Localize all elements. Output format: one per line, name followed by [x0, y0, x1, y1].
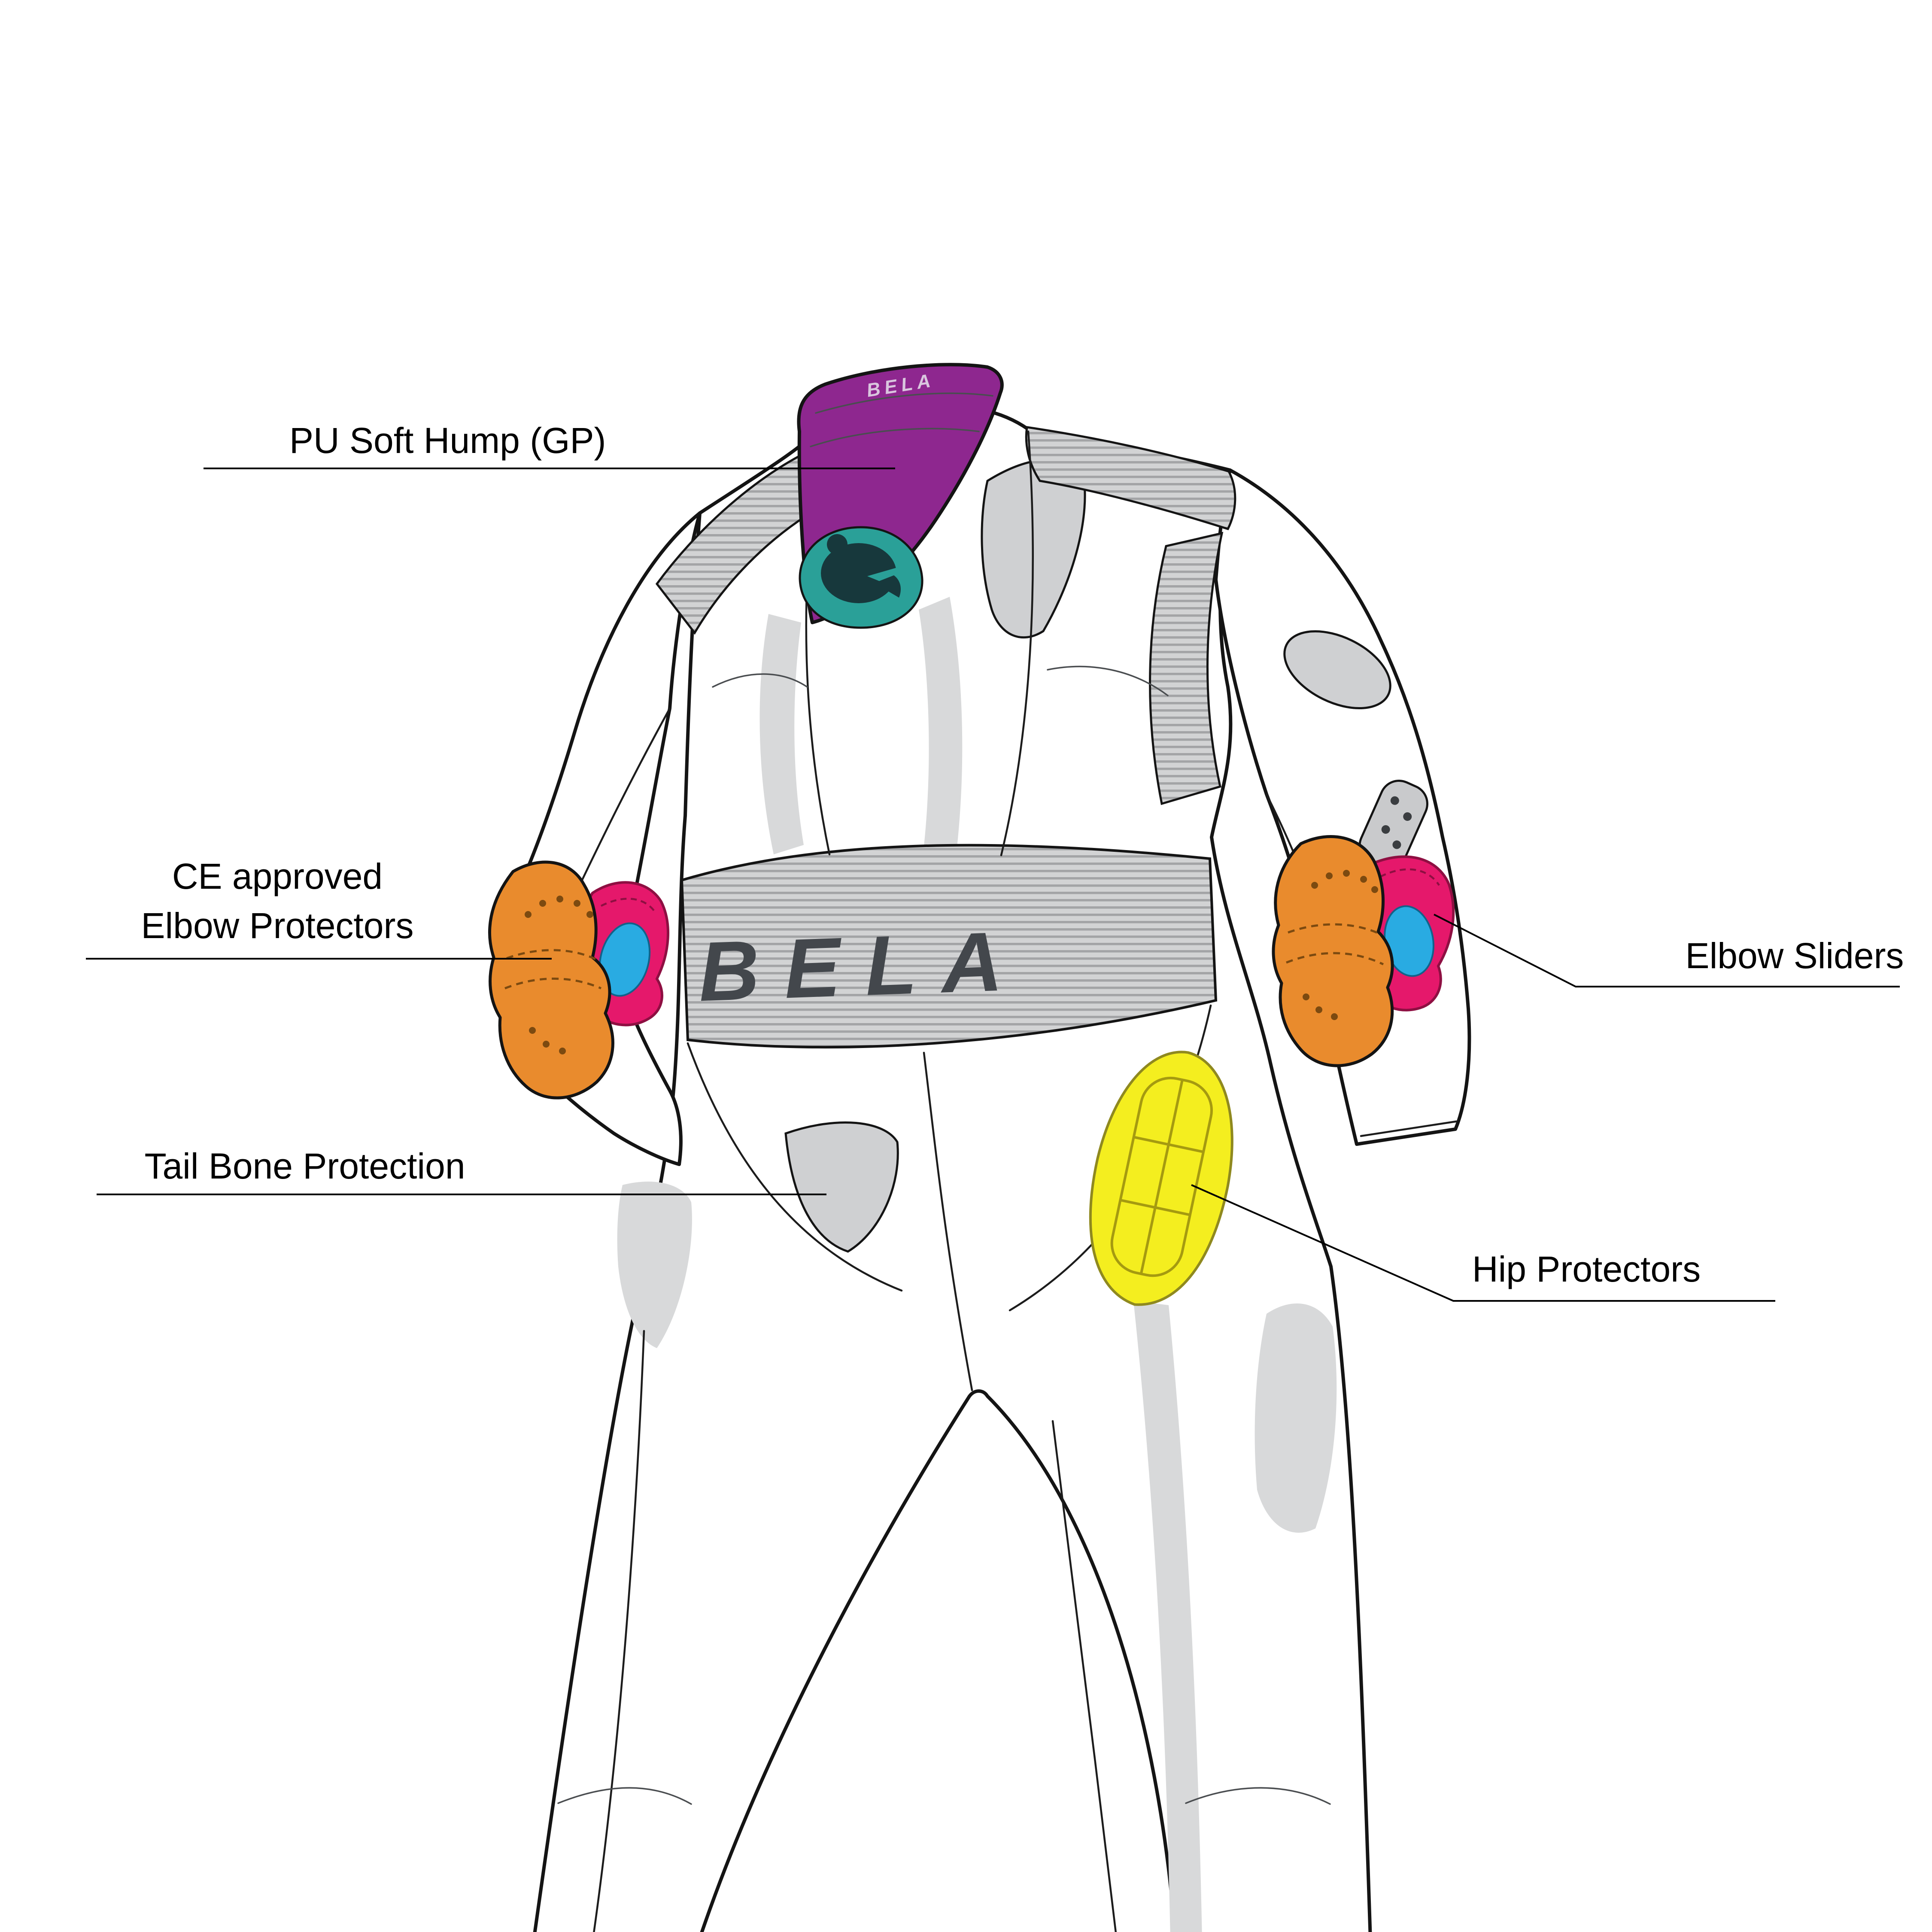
- aero-hump: BELA: [797, 363, 1004, 629]
- elbow-protector-left: [488, 860, 614, 1100]
- hatched-bands: BELA: [655, 426, 1236, 1049]
- right-thigh-panel: [1255, 1303, 1337, 1533]
- callout-pu-soft-hump: PU Soft Hump (GP): [204, 420, 895, 469]
- elbow-stitch-dots-left: [525, 896, 593, 1054]
- slider-insert-left: [598, 922, 651, 997]
- leader-line-hip-protectors: [1191, 1184, 1775, 1302]
- side-band-right: [1149, 532, 1224, 805]
- callouts: PU Soft Hump (GP) CE approved Elbow Prot…: [86, 420, 1904, 1302]
- elbow-assembly-right: [1272, 780, 1455, 1067]
- hip-protector-pad: [1089, 1051, 1233, 1306]
- bear-logo-icon: [799, 526, 923, 629]
- tail-bone-pad: [784, 1121, 899, 1253]
- callout-label-pu-soft-hump: PU Soft Hump (GP): [289, 420, 606, 461]
- left-hip-panel: [617, 1182, 692, 1348]
- elbow-protector-right: [1272, 835, 1394, 1067]
- elbow-stitch-dots-right: [1303, 870, 1378, 1020]
- callout-tail-bone: Tail Bone Protection: [97, 1146, 826, 1195]
- leader-line-elbow-sliders: [1434, 914, 1900, 987]
- belt-brand-logo: BELA: [697, 914, 1029, 1019]
- callout-ce-elbow-protectors: CE approved Elbow Protectors: [86, 856, 552, 960]
- right-inner-leg-stripe: [1133, 1301, 1202, 1932]
- shoulder-strap-right: [1025, 426, 1236, 531]
- callout-label-elbow-sliders: Elbow Sliders: [1686, 936, 1904, 976]
- right-arm-panel: [1283, 630, 1391, 710]
- callout-label-ce-elbow-line1: CE approved: [172, 856, 383, 896]
- callout-hip-protectors: Hip Protectors: [1191, 1184, 1775, 1302]
- back-panel-spine-right: [919, 597, 963, 859]
- callout-label-ce-elbow-line2: Elbow Protectors: [141, 905, 414, 946]
- elbow-assembly-left: [488, 860, 670, 1100]
- callout-elbow-sliders: Elbow Sliders: [1434, 914, 1904, 987]
- callout-label-tail-bone: Tail Bone Protection: [144, 1146, 465, 1186]
- callout-label-hip-protectors: Hip Protectors: [1472, 1249, 1701, 1289]
